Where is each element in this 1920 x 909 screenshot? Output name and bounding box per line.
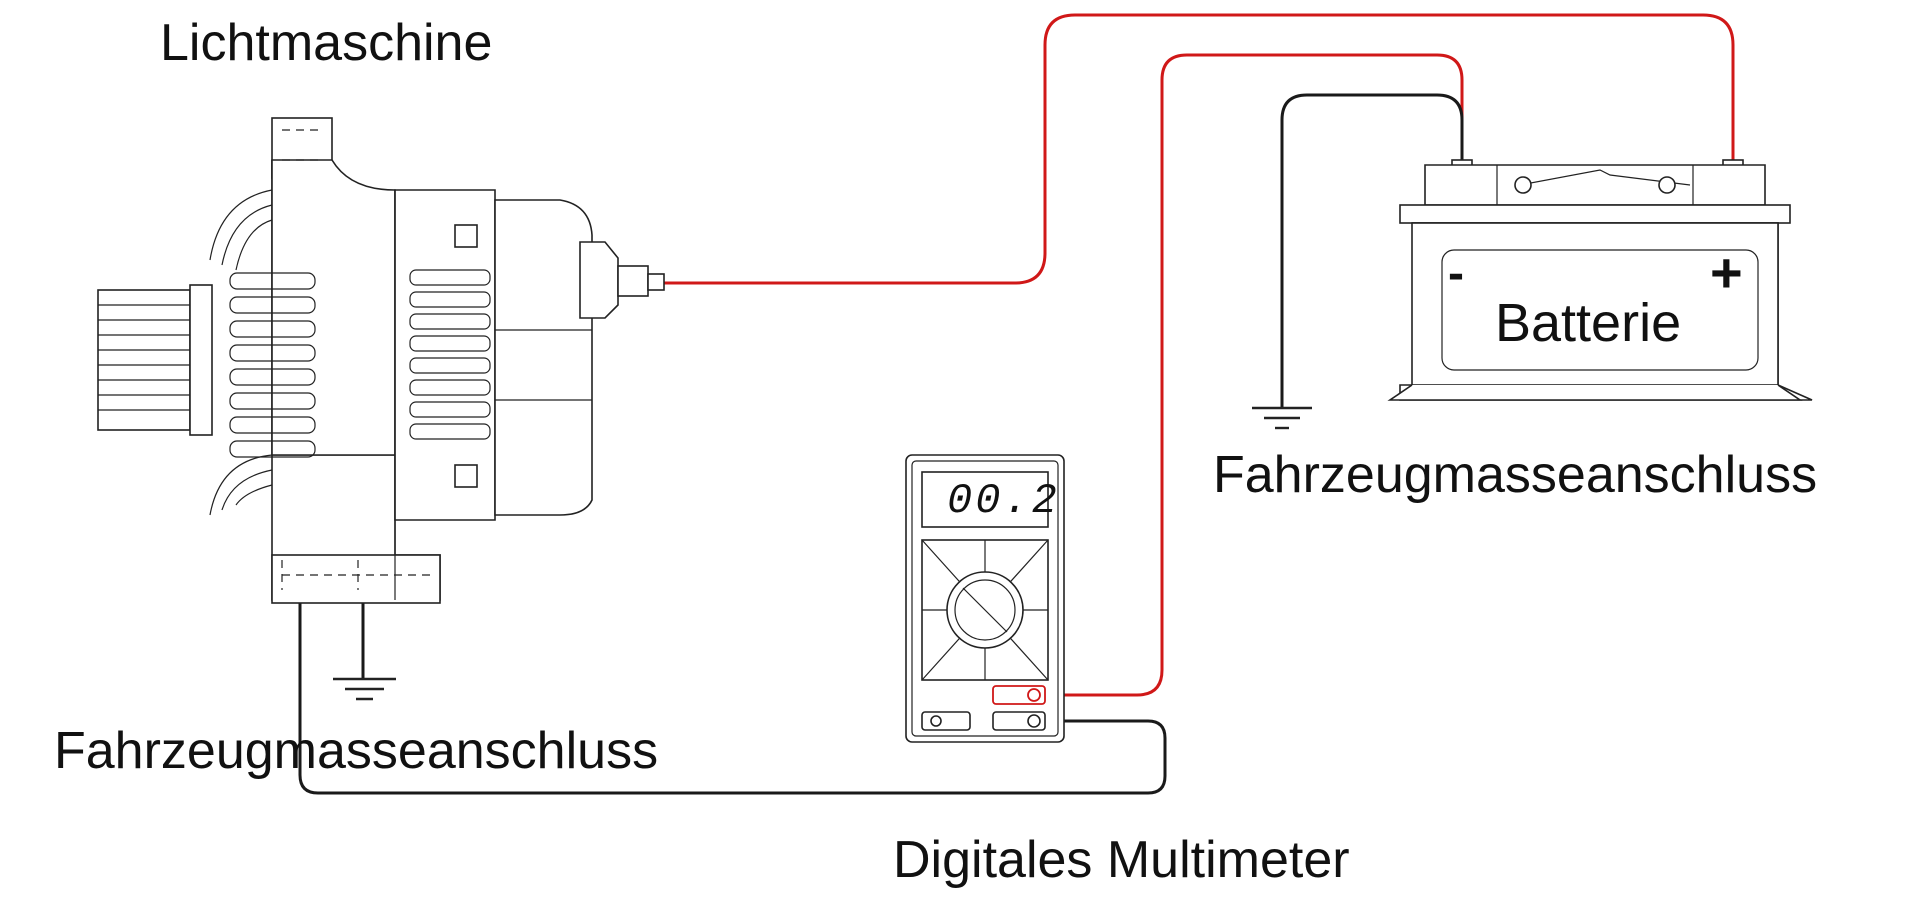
battery-ground-label: Fahrzeugmasseanschluss (1213, 446, 1818, 504)
wire-multimeter-com-probe (298, 603, 1167, 795)
alternator-icon (97, 117, 665, 604)
ground-symbol-icon (1252, 406, 1312, 430)
multimeter-label: Digitales Multimeter (893, 831, 1350, 889)
wire-battery-negative-ground (1280, 93, 1464, 408)
alternator-label: Lichtmaschine (160, 14, 493, 72)
battery-plus-sign: + (1710, 241, 1743, 304)
pulley (97, 284, 213, 436)
battery-minus-sign: - (1448, 247, 1464, 300)
wire-multimeter-red-probe (1041, 53, 1464, 697)
wires (298, 13, 1735, 795)
battery-label: Batterie (1495, 293, 1682, 353)
ground-symbol-icon (333, 677, 396, 701)
multimeter-display-value: 00.2 (947, 477, 1060, 525)
multimeter-icon (905, 454, 1065, 743)
wire-alternator-to-battery-positive (663, 13, 1735, 285)
alternator-ground-label: Fahrzeugmasseanschluss (54, 722, 659, 780)
battery-icon (1387, 159, 1813, 401)
